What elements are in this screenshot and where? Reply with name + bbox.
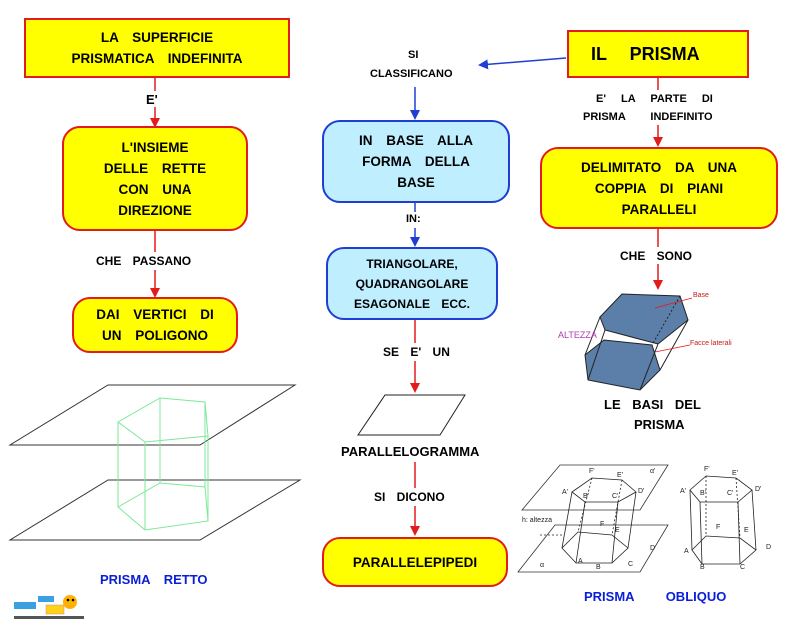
label-altezza: ALTEZZA xyxy=(558,330,597,340)
box-delimitato: DELIMITATO DA UNA COPPIA DI PIANI PARALL… xyxy=(540,147,778,229)
box-parallelepipedi: PARALLELEPIPEDI xyxy=(322,537,508,587)
superficie-line1: LA SUPERFICIE xyxy=(100,30,214,45)
label-classificano: CLASSIFICANO xyxy=(370,68,453,80)
base-line2: FORMA DELLA xyxy=(362,154,470,169)
label-c-prime-2: C' xyxy=(727,490,734,497)
label-d-prime-2: D' xyxy=(755,486,762,493)
label-c-prime-1: C' xyxy=(612,493,619,500)
label-che-passano: CHE PASSANO xyxy=(96,254,192,268)
label-h-altezza: h: altezza xyxy=(522,517,552,524)
box-vertici-poligono: DAI VERTICI DI UN POLIGONO xyxy=(72,297,238,353)
label-f-prime-2: F' xyxy=(704,466,710,473)
caption-parallelogramma: PARALLELOGRAMMA xyxy=(341,444,480,459)
box-insieme-rette: L'INSIEME DELLE RETTE CON UNA DIREZIONE xyxy=(62,126,248,231)
label-a-prime-2: A' xyxy=(680,488,687,495)
caption-basi-line2: PRISMA xyxy=(634,417,685,432)
label-parte-line1: E' LA PARTE DI xyxy=(596,93,713,105)
label-e-prime-1: E' xyxy=(617,472,624,479)
insieme-line2: DELLE RETTE xyxy=(103,160,207,176)
insieme-line4: DIREZIONE xyxy=(118,202,192,218)
label-d-1: D xyxy=(650,545,656,552)
label-d-prime-1: D' xyxy=(638,488,645,495)
label-si: SI xyxy=(408,49,419,61)
insieme-line3: CON UNA xyxy=(118,181,192,197)
superficie-line2: PRISMATICA INDEFINITA xyxy=(71,51,243,66)
caption-prisma-retto: PRISMA RETTO xyxy=(100,572,208,587)
label-si-dicono: SI DICONO xyxy=(374,490,445,504)
label-e: E' xyxy=(146,92,158,107)
caption-prisma-obliquo: PRISMA OBLIQUO xyxy=(584,589,727,604)
label-b-prime-1: B' xyxy=(583,493,590,500)
label-f-prime-1: F' xyxy=(589,468,595,475)
delimitato-line3: PARALLELI xyxy=(621,201,697,217)
label-e-1: E xyxy=(615,527,620,534)
label-e-2: E xyxy=(744,527,749,534)
box-base-forma: IN BASE ALLA FORMA DELLA BASE xyxy=(322,120,510,203)
label-c-2: C xyxy=(740,564,746,571)
label-e-prime-2: E' xyxy=(732,470,739,477)
label-se-e-un: SE E' UN xyxy=(383,345,450,359)
caption-basi-line1: LE BASI DEL xyxy=(604,397,701,412)
plane-bottom xyxy=(8,479,302,541)
label-facce-laterali: Facce laterali xyxy=(690,340,732,347)
box-superficie-prismatica: LA SUPERFICIE PRISMATICA INDEFINITA xyxy=(24,18,290,78)
parallelepipedi-label: PARALLELEPIPEDI xyxy=(352,554,478,570)
label-d-2: D xyxy=(766,544,772,551)
label-f-2: F xyxy=(716,524,721,531)
label-in: IN: xyxy=(406,213,421,225)
label-a-1: A xyxy=(578,558,583,565)
box-il-prisma: IL PRISMA xyxy=(567,30,749,78)
label-b-2: B xyxy=(700,564,705,571)
label-b-1: B xyxy=(596,564,601,571)
base-line1: IN BASE ALLA xyxy=(359,133,473,148)
label-base: Base xyxy=(693,292,709,299)
label-c-1: C xyxy=(628,561,634,568)
insieme-line1: L'INSIEME xyxy=(121,139,189,155)
plane-top xyxy=(8,384,297,446)
base-line3: BASE xyxy=(397,175,435,190)
arrow-prisma-si xyxy=(478,57,567,70)
label-b-prime-2: B' xyxy=(700,490,707,497)
label-a-2: A xyxy=(684,548,689,555)
delimitato-line1: DELIMITATO DA UNA xyxy=(581,159,737,175)
vertici-line2: UN POLIGONO xyxy=(101,328,208,343)
prisma-title: IL PRISMA xyxy=(591,43,700,64)
triangolare-line1: TRIANGOLARE, xyxy=(366,256,458,271)
label-f-1: F xyxy=(600,521,605,528)
vertici-line1: DAI VERTICI DI xyxy=(96,307,214,322)
box-triangolare: TRIANGOLARE, QUADRANGOLARE ESAGONALE ECC… xyxy=(326,247,498,320)
triangolare-line2: QUADRANGOLARE xyxy=(355,276,469,291)
label-alpha-prime: α' xyxy=(650,468,656,475)
triangolare-line3: ESAGONALE ECC. xyxy=(353,296,470,311)
label-a-prime-1: A' xyxy=(562,489,569,496)
label-che-sono: CHE SONO xyxy=(620,249,693,263)
delimitato-line2: COPPIA DI PIANI xyxy=(594,180,724,196)
label-alpha: α xyxy=(540,562,545,569)
label-parte-line2: PRISMA INDEFINITO xyxy=(583,111,713,123)
green-prism xyxy=(117,397,209,531)
